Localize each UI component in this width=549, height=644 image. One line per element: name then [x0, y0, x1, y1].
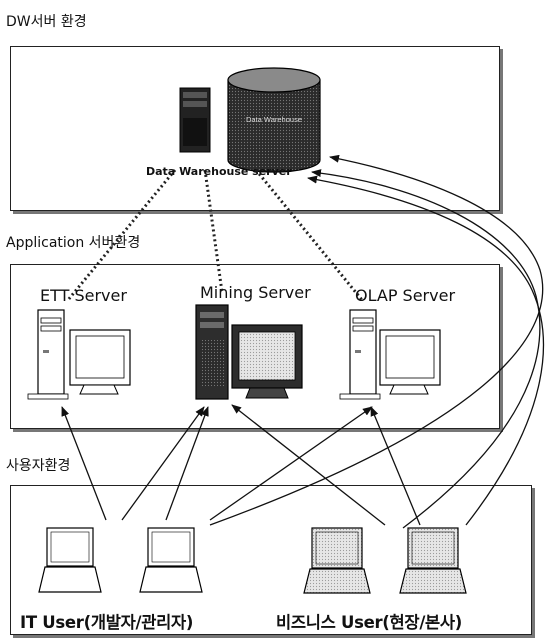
dw-server-tower-icon [179, 87, 211, 153]
app-env-title: Application 서버환경 [6, 235, 141, 251]
it-user-label: IT User(개발자/관리자) [20, 613, 194, 632]
it-user-laptop-2-icon [139, 527, 203, 593]
ett-server-label: ETT Server [40, 286, 127, 305]
dw-to-app-dotted-links [66, 169, 364, 301]
user-to-app-arrows [61, 404, 421, 526]
mining-server-label: Mining Server [200, 283, 311, 302]
dw-cylinder-label: Data Warehouse [246, 115, 302, 124]
olap-server-label: OLAP Server [355, 286, 456, 305]
dw-server-caption: Data Warehouse server [146, 165, 292, 178]
biz-user-laptop-2-icon [399, 527, 467, 594]
dw-env-title: DW서버 환경 [6, 14, 87, 30]
biz-user-laptop-1-icon [303, 527, 371, 594]
dw-database-cylinder-icon: Data Warehouse [227, 67, 321, 173]
business-user-label: 비즈니스 User(현장/본사) [276, 613, 463, 632]
user-env-title: 사용자환경 [6, 458, 71, 474]
it-user-laptop-1-icon [38, 527, 102, 593]
ett-server-pc-icon [27, 309, 131, 400]
mining-server-pc-icon [195, 304, 303, 400]
olap-server-pc-icon [339, 309, 441, 400]
user-to-dw-arrows [209, 154, 545, 529]
